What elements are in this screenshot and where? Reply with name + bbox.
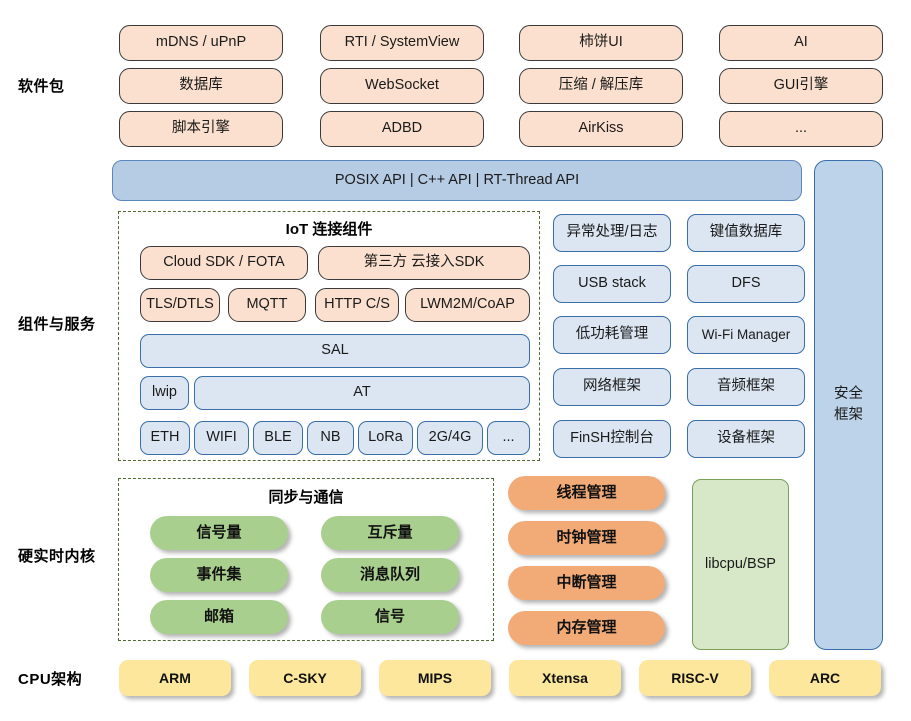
iot-connectivity-group — [118, 211, 540, 461]
software-package-item[interactable]: GUI引擎 — [719, 68, 883, 104]
iot-link-item[interactable]: BLE — [253, 421, 303, 455]
software-package-item[interactable]: RTI / SystemView — [320, 25, 484, 61]
component-item[interactable]: 键值数据库 — [687, 214, 805, 252]
security-framework-label-line1: 安全 — [834, 385, 863, 402]
iot-protocol-item[interactable]: HTTP C/S — [315, 288, 399, 322]
component-item[interactable]: FinSH控制台 — [553, 420, 671, 458]
row-label-components-services: 组件与服务 — [18, 316, 96, 333]
sync-communication-title: 同步与通信 — [268, 489, 344, 506]
component-item[interactable]: DFS — [687, 265, 805, 303]
kernel-management-item[interactable]: 内存管理 — [508, 611, 665, 645]
kernel-management-item[interactable]: 中断管理 — [508, 566, 665, 600]
cpu-arch-item[interactable]: ARC — [769, 660, 881, 696]
row-label-software-packages: 软件包 — [18, 78, 65, 95]
software-package-item[interactable]: ADBD — [320, 111, 484, 147]
iot-link-item[interactable]: 2G/4G — [417, 421, 483, 455]
component-item[interactable]: 音频框架 — [687, 368, 805, 406]
cpu-arch-item[interactable]: ARM — [119, 660, 231, 696]
api-bar: POSIX API | C++ API | RT-Thread API — [112, 160, 802, 201]
iot-sdk-item[interactable]: 第三方 云接入SDK — [318, 246, 530, 280]
cpu-arch-item[interactable]: Xtensa — [509, 660, 621, 696]
kernel-management-item[interactable]: 线程管理 — [508, 476, 665, 510]
row-label-cpu-arch: CPU架构 — [18, 671, 83, 688]
cpu-arch-item[interactable]: C-SKY — [249, 660, 361, 696]
component-item[interactable]: 设备框架 — [687, 420, 805, 458]
component-item[interactable]: Wi-Fi Manager — [687, 316, 805, 354]
iot-group-title: IoT 连接组件 — [285, 221, 373, 238]
kernel-sync-item[interactable]: 信号 — [321, 600, 459, 634]
row-label-hard-realtime-kernel: 硬实时内核 — [18, 548, 96, 565]
sync-communication-group — [118, 478, 494, 641]
iot-link-item[interactable]: WIFI — [194, 421, 249, 455]
software-package-item[interactable]: 柿饼UI — [519, 25, 683, 61]
iot-link-item[interactable]: ETH — [140, 421, 190, 455]
component-item[interactable]: 网络框架 — [553, 368, 671, 406]
iot-protocol-item[interactable]: LWM2M/CoAP — [405, 288, 530, 322]
kernel-sync-item[interactable]: 互斥量 — [321, 516, 459, 550]
kernel-management-item[interactable]: 时钟管理 — [508, 521, 665, 555]
cpu-arch-item[interactable]: MIPS — [379, 660, 491, 696]
component-item[interactable]: 低功耗管理 — [553, 316, 671, 354]
iot-lwip-block[interactable]: lwip — [140, 376, 189, 410]
software-package-item[interactable]: 数据库 — [119, 68, 283, 104]
iot-link-item[interactable]: LoRa — [358, 421, 413, 455]
kernel-sync-item[interactable]: 消息队列 — [321, 558, 459, 592]
cpu-arch-item[interactable]: RISC-V — [639, 660, 751, 696]
iot-protocol-item[interactable]: TLS/DTLS — [140, 288, 220, 322]
iot-protocol-item[interactable]: MQTT — [228, 288, 306, 322]
software-package-item[interactable]: 脚本引擎 — [119, 111, 283, 147]
security-framework-block[interactable]: 安全 框架 — [814, 160, 883, 650]
iot-sal-block[interactable]: SAL — [140, 334, 530, 368]
iot-at-block[interactable]: AT — [194, 376, 530, 410]
software-package-item[interactable]: mDNS / uPnP — [119, 25, 283, 61]
iot-sdk-item[interactable]: Cloud SDK / FOTA — [140, 246, 308, 280]
component-item[interactable]: 异常处理/日志 — [553, 214, 671, 252]
iot-link-item[interactable]: NB — [307, 421, 354, 455]
software-package-item[interactable]: AirKiss — [519, 111, 683, 147]
kernel-sync-item[interactable]: 邮箱 — [150, 600, 288, 634]
software-package-item[interactable]: ... — [719, 111, 883, 147]
kernel-sync-item[interactable]: 事件集 — [150, 558, 288, 592]
software-package-item[interactable]: WebSocket — [320, 68, 484, 104]
iot-link-item[interactable]: ... — [487, 421, 530, 455]
security-framework-label-line2: 框架 — [834, 407, 863, 423]
component-item[interactable]: USB stack — [553, 265, 671, 303]
kernel-sync-item[interactable]: 信号量 — [150, 516, 288, 550]
software-package-item[interactable]: AI — [719, 25, 883, 61]
software-package-item[interactable]: 压缩 / 解压库 — [519, 68, 683, 104]
libcpu-bsp-block[interactable]: libcpu/BSP — [692, 479, 789, 650]
